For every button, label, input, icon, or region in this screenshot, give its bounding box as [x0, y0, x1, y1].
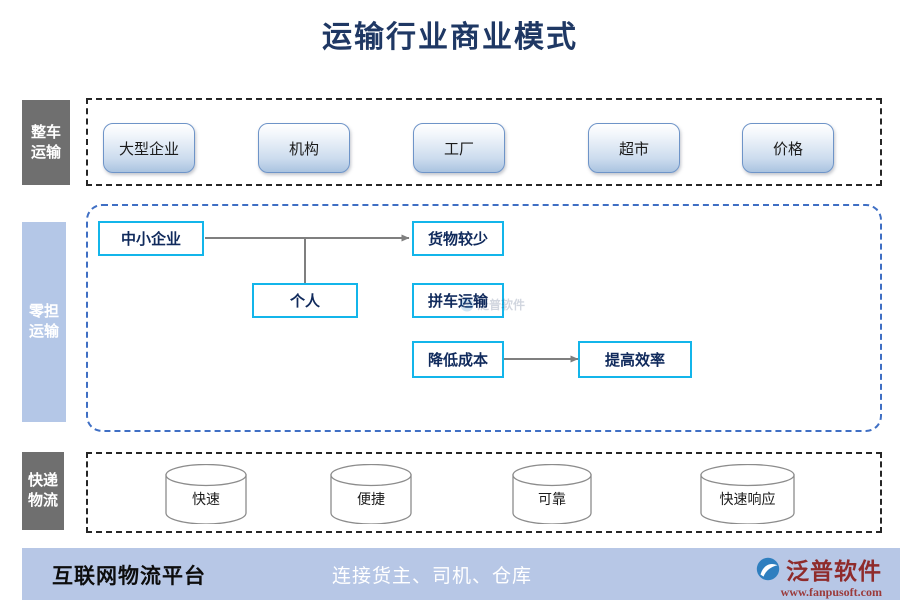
- node-label: 降低成本: [427, 352, 488, 369]
- node-reliable[interactable]: 可靠: [512, 464, 592, 524]
- brand-name: 泛普软件: [786, 559, 882, 584]
- footer-platform-title: 互联网物流平台: [52, 564, 206, 588]
- node-sme[interactable]: 中小企业: [98, 221, 204, 256]
- cylinder-icon: [700, 464, 795, 524]
- node-label: 超市: [618, 140, 649, 158]
- node-label: 机构: [288, 140, 319, 158]
- row-label-line: 零担: [28, 303, 59, 320]
- node-label: 个人: [289, 293, 320, 310]
- group-ltl-transport: [86, 204, 882, 432]
- cylinder-icon: [512, 464, 592, 524]
- node-label: 快速: [192, 490, 220, 507]
- group-full-truckload: [86, 98, 882, 186]
- cylinder-icon: [165, 464, 247, 524]
- node-reduce-cost[interactable]: 降低成本: [412, 341, 504, 378]
- row-label-line: 快递: [27, 472, 58, 489]
- node-label: 快速响应: [719, 490, 776, 507]
- node-label: 拼车运输: [427, 293, 488, 310]
- row-label-ltl-transport: 零担 运输: [22, 222, 66, 422]
- node-label: 提高效率: [604, 352, 665, 369]
- node-fast[interactable]: 快速: [165, 464, 247, 524]
- node-label: 价格: [772, 140, 803, 158]
- node-carpool-transport[interactable]: 拼车运输: [412, 283, 504, 318]
- node-large-enterprise[interactable]: 大型企业: [103, 123, 195, 173]
- node-label: 大型企业: [118, 140, 179, 158]
- page-title: 运输行业商业模式: [322, 21, 578, 54]
- node-convenient[interactable]: 便捷: [330, 464, 412, 524]
- brand-swoosh-icon: [756, 557, 780, 581]
- node-factory[interactable]: 工厂: [413, 123, 505, 173]
- node-fast-response[interactable]: 快速响应: [700, 464, 795, 524]
- row-label-line: 运输: [28, 323, 59, 340]
- row-label-line: 整车: [30, 123, 61, 141]
- node-price[interactable]: 价格: [742, 123, 834, 173]
- brand-logo: 泛普软件 www.fanpusoft.com: [756, 552, 882, 600]
- node-supermarket[interactable]: 超市: [588, 123, 680, 173]
- node-small-cargo[interactable]: 货物较少: [412, 221, 504, 256]
- footer-bar: 互联网物流平台 连接货主、司机、仓库 泛普软件 www.fanpusoft.co…: [22, 548, 900, 600]
- node-label: 中小企业: [120, 231, 181, 248]
- row-label-full-truckload: 整车 运输: [22, 100, 70, 185]
- row-label-line: 运输: [30, 143, 61, 161]
- node-label: 便捷: [357, 490, 385, 507]
- node-institution[interactable]: 机构: [258, 123, 350, 173]
- node-label: 货物较少: [427, 231, 488, 248]
- brand-url: www.fanpusoft.com: [780, 585, 882, 599]
- row-label-line: 物流: [27, 492, 58, 509]
- node-improve-efficiency[interactable]: 提高效率: [578, 341, 692, 378]
- node-individual[interactable]: 个人: [252, 283, 358, 318]
- group-express-logistics: [86, 452, 882, 533]
- node-label: 工厂: [443, 140, 474, 158]
- node-label: 可靠: [538, 490, 566, 507]
- cylinder-icon: [330, 464, 412, 524]
- footer-tagline: 连接货主、司机、仓库: [332, 566, 533, 587]
- row-label-express-logistics: 快递 物流: [22, 452, 64, 530]
